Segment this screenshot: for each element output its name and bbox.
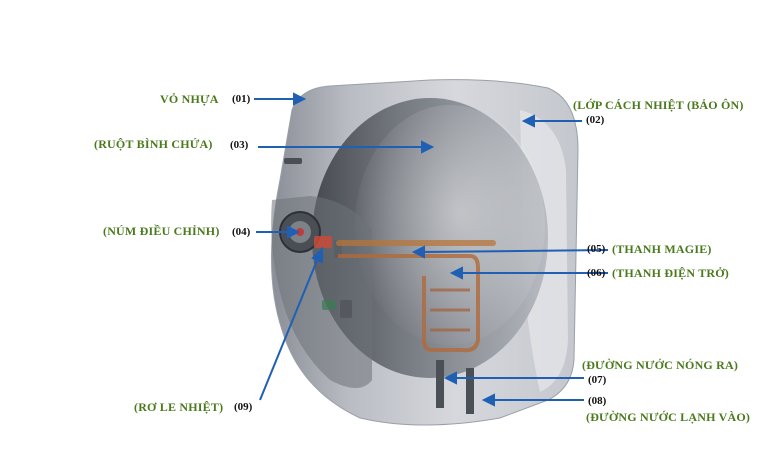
hot-water-pipe	[436, 360, 444, 408]
code-inner-tank: (03)	[230, 139, 249, 151]
label-cold-water-in: (ĐƯỜNG NƯỚC LẠNH VÀO)	[586, 410, 751, 424]
code-magnesium-rod: (05)	[587, 243, 606, 255]
code-cold-water-in: (08)	[588, 395, 607, 407]
code-insulation-layer: (02)	[586, 114, 605, 126]
label-magnesium-rod: (THANH MAGIE)	[612, 242, 712, 256]
label-inner-tank: (RUỘT BÌNH CHỨA)	[94, 137, 213, 151]
cold-water-pipe	[466, 368, 474, 414]
code-plastic-shell: (01)	[232, 93, 251, 105]
label-heating-element: (THANH ĐIỆN TRỞ)	[612, 266, 729, 280]
label-hot-water-out: (ĐƯỜNG NƯỚC NÓNG RA)	[582, 358, 739, 372]
code-hot-water-out: (07)	[588, 374, 607, 386]
label-plastic-shell: VỎ NHỰA	[160, 92, 219, 106]
code-heating-element: (06)	[587, 267, 606, 279]
code-thermal-relay: (09)	[234, 401, 253, 413]
pointer-arrows	[254, 92, 609, 407]
brand-logo-mark	[284, 158, 302, 164]
magnesium-rod	[336, 240, 496, 246]
label-thermostat-knob: (NÚM ĐIỀU CHỈNH)	[103, 224, 220, 238]
label-thermal-relay: (RƠ LE NHIỆT)	[134, 400, 224, 414]
code-thermostat-knob: (04)	[232, 226, 251, 238]
thermal-relay	[314, 236, 332, 248]
heating-element	[338, 254, 480, 353]
label-insulation-layer: (LỚP CÁCH NHIỆT (BẢO ÔN)	[573, 98, 744, 112]
